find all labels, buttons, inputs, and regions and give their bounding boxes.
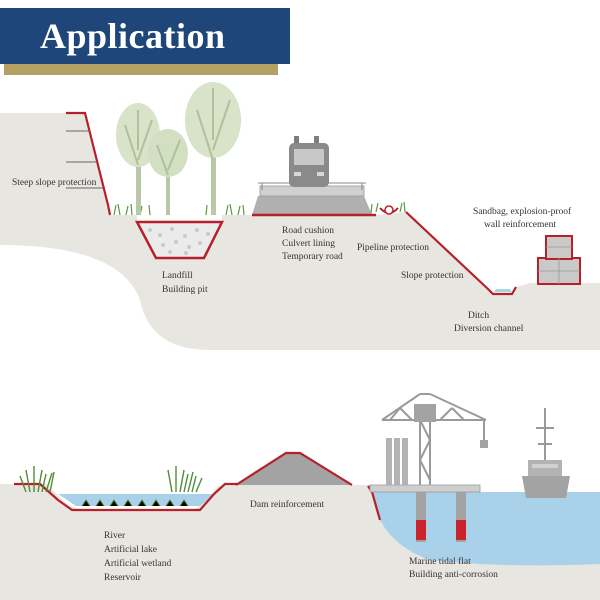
upper-ground [0,113,600,350]
pipeline-icon [384,205,394,215]
sandbag-wall [537,235,581,285]
road-base [252,196,372,215]
label-dam: Dam reinforcement [250,499,324,510]
label-diversion-channel: Diversion channel [454,324,524,334]
ditch-water [494,289,512,292]
building-pit-gravel [148,227,210,255]
crane-cab [414,404,436,422]
label-road-cushion: Road cushion [282,226,334,236]
truck-icon [289,136,329,187]
dam [236,453,352,485]
building-pit [134,220,225,260]
crane-hook [480,440,488,448]
label-steep-slope: Steep slope protection [12,178,97,188]
label-reservoir: Reservoir [104,573,142,583]
label-artificial-lake: Artificial lake [104,544,157,555]
label-marine-tidal-flat: Marine tidal flat [409,556,471,567]
silo-tanks [386,438,408,485]
tree-icon [185,82,241,215]
road-surface [259,185,365,197]
label-slope-protection: Slope protection [401,271,464,281]
title-underline [4,64,278,75]
ship-icon [522,408,570,498]
pier-piles [416,492,466,542]
pier-deck [369,484,481,493]
grass-strip-right [370,201,406,214]
label-culvert-lining: Culvert lining [282,239,335,249]
river-water [58,494,214,506]
title-banner [0,8,290,64]
page-title: Application [40,16,226,56]
label-building-anti-corrosion: Building anti-corrosion [409,570,498,580]
slope-protection-liner [405,211,517,296]
label-pipeline: Pipeline protection [357,243,429,253]
label-building-pit: Building pit [162,285,208,295]
steep-slope-liner [66,111,112,216]
label-sandbag-line2: wall reinforcement [484,219,556,230]
wetland-plants [81,499,189,507]
label-temporary-road: Temporary road [282,252,343,262]
steep-slope-terraces [66,130,103,189]
label-landfill: Landfill [162,270,193,281]
tree-icon [148,129,188,215]
label-river: River [104,531,126,541]
sea-water [372,492,600,566]
label-ditch: Ditch [468,311,489,321]
label-artificial-wetland: Artificial wetland [104,558,172,569]
dam-liner [235,451,353,486]
reeds-left [19,466,55,493]
reeds-right [167,466,203,493]
grass-strip-left [113,203,245,216]
label-sandbag-line1: Sandbag, explosion-proof [473,206,572,217]
